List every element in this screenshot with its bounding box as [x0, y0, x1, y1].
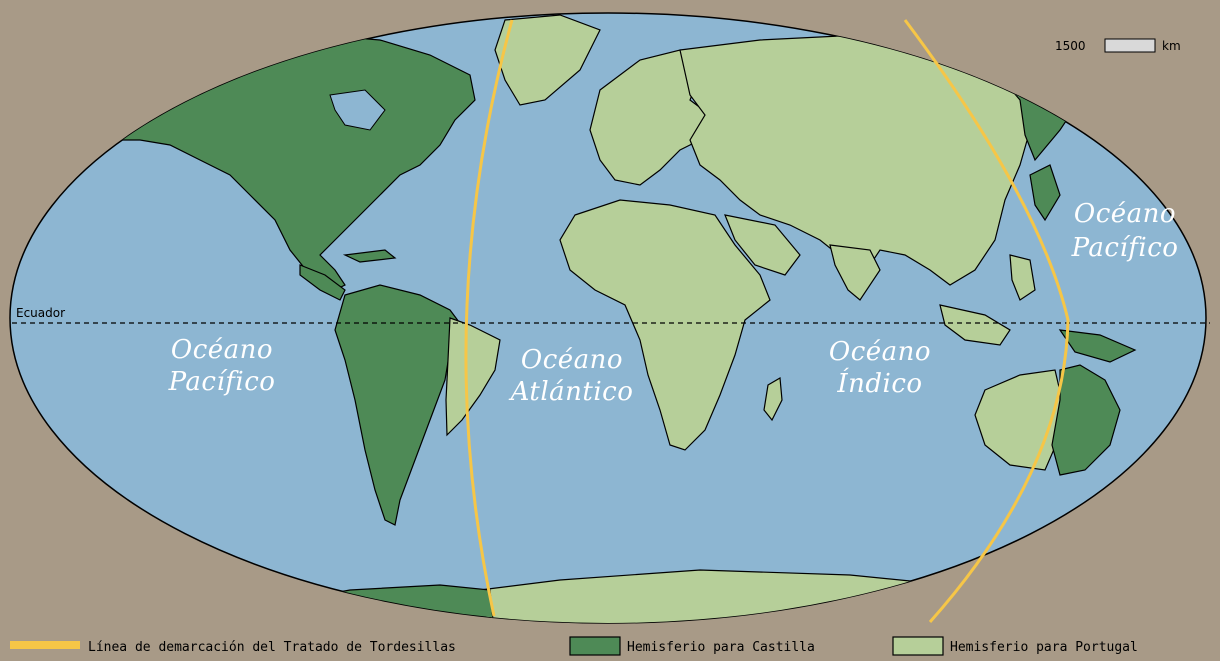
africa [559, 199, 771, 451]
ocean-label-pacific-west-2: Pacífico [168, 367, 276, 397]
greenland [494, 14, 601, 106]
tordesillas-line-east [903, 19, 1070, 623]
ocean-label-pacific-east: Océano [1074, 199, 1176, 229]
legend-portugal-label: Hemisferio para Portugal [950, 640, 1138, 655]
new-zealand [1154, 454, 1176, 492]
antarctica-east [934, 594, 1052, 623]
brazil-east [445, 317, 501, 437]
arabian-peninsula [724, 214, 801, 276]
legend: Línea de demarcación del Tratado de Tord… [10, 636, 1138, 656]
australia-west [974, 369, 1063, 471]
ocean-label-pacific-east-2: Pacífico [1071, 233, 1179, 263]
scale-value: 1500 [1055, 39, 1086, 53]
japan [1029, 164, 1061, 222]
new-guinea [1058, 329, 1137, 363]
landmasses [94, 14, 1176, 623]
hudson-bay [329, 89, 386, 131]
india [829, 244, 881, 301]
legend-line-swatch [10, 641, 80, 649]
antarctica-portugal [479, 569, 1002, 623]
ocean-label-atlantic-2: Atlántico [509, 377, 634, 407]
ocean-label-atlantic: Océano [521, 345, 623, 375]
caribbean-islands [342, 249, 397, 263]
legend-line-label: Línea de demarcación del Tratado de Tord… [88, 640, 456, 655]
ocean-label-indian-2: Índico [836, 367, 922, 399]
south-america [334, 284, 466, 526]
legend-castilla-label: Hemisferio para Castilla [627, 640, 815, 655]
madagascar [763, 377, 783, 422]
legend-portugal-swatch [892, 636, 944, 656]
scale-unit: km [1162, 39, 1181, 53]
antarctica-castilla [229, 584, 496, 623]
ocean-label-pacific-west: Océano [171, 335, 273, 365]
ocean-label-indian: Océano [829, 337, 931, 367]
central-america [299, 264, 346, 301]
scale-bar [1104, 38, 1156, 53]
legend-castilla-swatch [569, 636, 621, 656]
philippines [1009, 254, 1036, 301]
australia-east [1051, 364, 1121, 476]
equator-label: Ecuador [16, 306, 65, 320]
southeast-asia-islands [939, 304, 1011, 346]
tordesillas-line-west [464, 19, 514, 617]
